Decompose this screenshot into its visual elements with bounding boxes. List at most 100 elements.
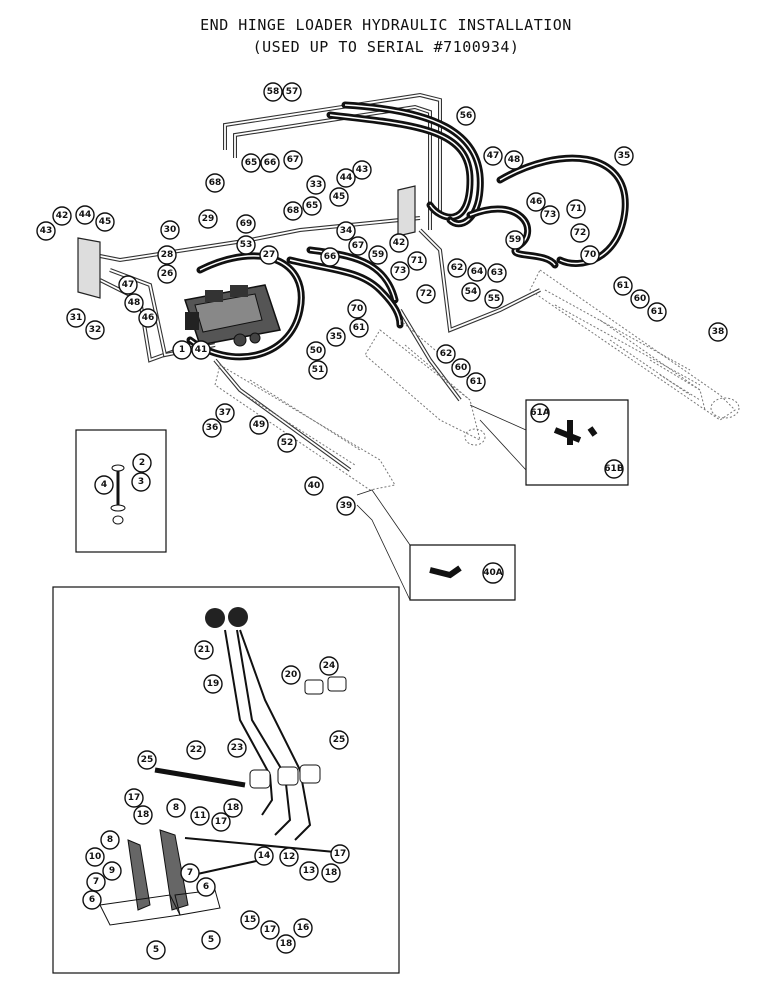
svg-text:9: 9 xyxy=(109,866,115,876)
callout-28: 28 xyxy=(157,245,177,265)
svg-text:48: 48 xyxy=(128,298,141,308)
callout-68: 68 xyxy=(205,173,225,193)
svg-text:5: 5 xyxy=(153,945,159,955)
callout-61a: 61A xyxy=(530,403,550,423)
callout-44: 44 xyxy=(336,168,356,188)
callout-35: 35 xyxy=(614,146,634,166)
callout-31: 31 xyxy=(66,308,86,328)
callout-42: 42 xyxy=(52,206,72,226)
svg-text:14: 14 xyxy=(258,851,271,861)
svg-text:18: 18 xyxy=(137,810,150,820)
callout-7b: 7 xyxy=(86,872,106,892)
svg-text:61: 61 xyxy=(353,323,366,333)
svg-text:71: 71 xyxy=(570,204,583,214)
callout-67: 67 xyxy=(283,150,303,170)
callout-18c: 18 xyxy=(321,863,341,883)
svg-text:64: 64 xyxy=(471,267,484,277)
detail-parts xyxy=(99,420,598,926)
svg-text:25: 25 xyxy=(141,755,154,765)
svg-text:68: 68 xyxy=(209,178,222,188)
svg-text:1: 1 xyxy=(179,345,185,355)
callout-8: 8 xyxy=(166,798,186,818)
callout-45: 45 xyxy=(329,187,349,207)
callout-8b: 8 xyxy=(100,830,120,850)
svg-text:6: 6 xyxy=(203,882,209,892)
callout-66: 66 xyxy=(260,153,280,173)
callout-48b: 48 xyxy=(124,293,144,313)
callout-18b: 18 xyxy=(223,798,243,818)
svg-text:39: 39 xyxy=(340,501,353,511)
svg-text:18: 18 xyxy=(227,803,240,813)
svg-text:70: 70 xyxy=(584,250,597,260)
svg-text:19: 19 xyxy=(207,679,220,689)
svg-text:23: 23 xyxy=(231,743,244,753)
callout-69: 69 xyxy=(236,214,256,234)
svg-text:44: 44 xyxy=(79,210,92,220)
svg-text:53: 53 xyxy=(240,240,253,250)
callout-52: 52 xyxy=(277,433,297,453)
callout-72: 72 xyxy=(570,223,590,243)
svg-text:65: 65 xyxy=(306,201,319,211)
callout-61b: 61 xyxy=(647,302,667,322)
callout-5: 5 xyxy=(146,940,166,960)
callout-62b: 62 xyxy=(436,344,456,364)
svg-text:8: 8 xyxy=(107,835,113,845)
svg-text:60: 60 xyxy=(455,363,468,373)
callout-53: 53 xyxy=(236,235,256,255)
callout-6b: 6 xyxy=(82,890,102,910)
svg-text:17: 17 xyxy=(334,849,347,859)
svg-text:12: 12 xyxy=(283,852,296,862)
svg-text:61: 61 xyxy=(651,307,664,317)
svg-text:73: 73 xyxy=(544,210,557,220)
svg-text:58: 58 xyxy=(267,87,280,97)
svg-text:40A: 40A xyxy=(483,568,503,578)
svg-text:43: 43 xyxy=(356,165,369,175)
callout-54: 54 xyxy=(461,282,481,302)
svg-text:52: 52 xyxy=(281,438,294,448)
bolt-detail-box xyxy=(75,429,167,553)
svg-text:18: 18 xyxy=(325,868,338,878)
svg-text:8: 8 xyxy=(173,803,179,813)
svg-text:56: 56 xyxy=(460,111,473,121)
svg-text:45: 45 xyxy=(99,217,112,227)
callout-62: 62 xyxy=(447,258,467,278)
callout-55: 55 xyxy=(484,289,504,309)
callout-46: 46 xyxy=(526,192,546,212)
svg-text:67: 67 xyxy=(287,155,300,165)
svg-text:54: 54 xyxy=(465,287,478,297)
diagram-title: END HINGE LOADER HYDRAULIC INSTALLATION xyxy=(200,16,572,34)
svg-text:61: 61 xyxy=(617,281,630,291)
svg-text:59: 59 xyxy=(372,250,385,260)
callout-29: 29 xyxy=(198,209,218,229)
callout-14: 14 xyxy=(254,846,274,866)
svg-text:70: 70 xyxy=(351,304,364,314)
svg-text:26: 26 xyxy=(161,269,174,279)
callout-41: 41 xyxy=(191,340,211,360)
callout-46b: 46 xyxy=(138,308,158,328)
svg-text:3: 3 xyxy=(138,477,144,487)
callout-11: 11 xyxy=(190,806,210,826)
svg-text:35: 35 xyxy=(330,332,343,342)
callout-34: 34 xyxy=(336,221,356,241)
callout-25: 25 xyxy=(137,750,157,770)
callout-63: 63 xyxy=(487,263,507,283)
svg-text:47: 47 xyxy=(487,151,500,161)
svg-text:40: 40 xyxy=(308,481,321,491)
callout-56: 56 xyxy=(456,106,476,126)
svg-text:34: 34 xyxy=(340,226,353,236)
callout-61c: 61 xyxy=(349,318,369,338)
svg-text:16: 16 xyxy=(297,923,310,933)
callout-67b: 67 xyxy=(348,236,368,256)
callout-64: 64 xyxy=(467,262,487,282)
detail-boxes xyxy=(52,399,629,974)
callout-71b: 71 xyxy=(407,251,427,271)
svg-text:30: 30 xyxy=(164,225,177,235)
svg-text:43: 43 xyxy=(40,226,53,236)
callout-61d: 61 xyxy=(466,372,486,392)
svg-text:68: 68 xyxy=(287,206,300,216)
svg-text:11: 11 xyxy=(194,811,207,821)
callout-labels: 58 57 56 35 47 48 65 66 67 43 44 68 33 4… xyxy=(36,82,728,960)
callout-66b: 66 xyxy=(320,247,340,267)
svg-text:63: 63 xyxy=(491,268,504,278)
